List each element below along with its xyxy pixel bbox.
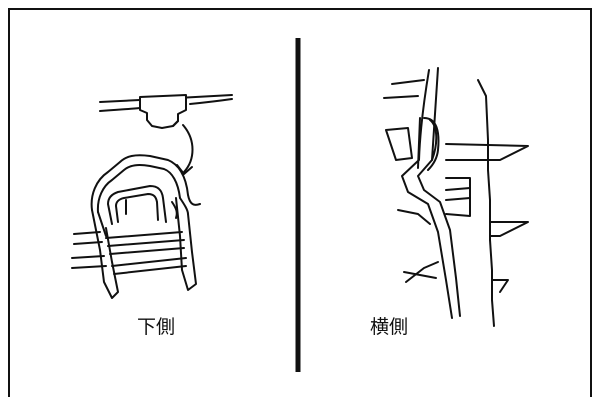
bottom-view-label: 下側 (137, 316, 176, 338)
clip-side-view-illustration (383, 67, 529, 327)
diagram-frame (8, 8, 592, 397)
side-view-label: 横側 (370, 316, 409, 338)
clip-bottom-view-illustration (71, 94, 233, 299)
